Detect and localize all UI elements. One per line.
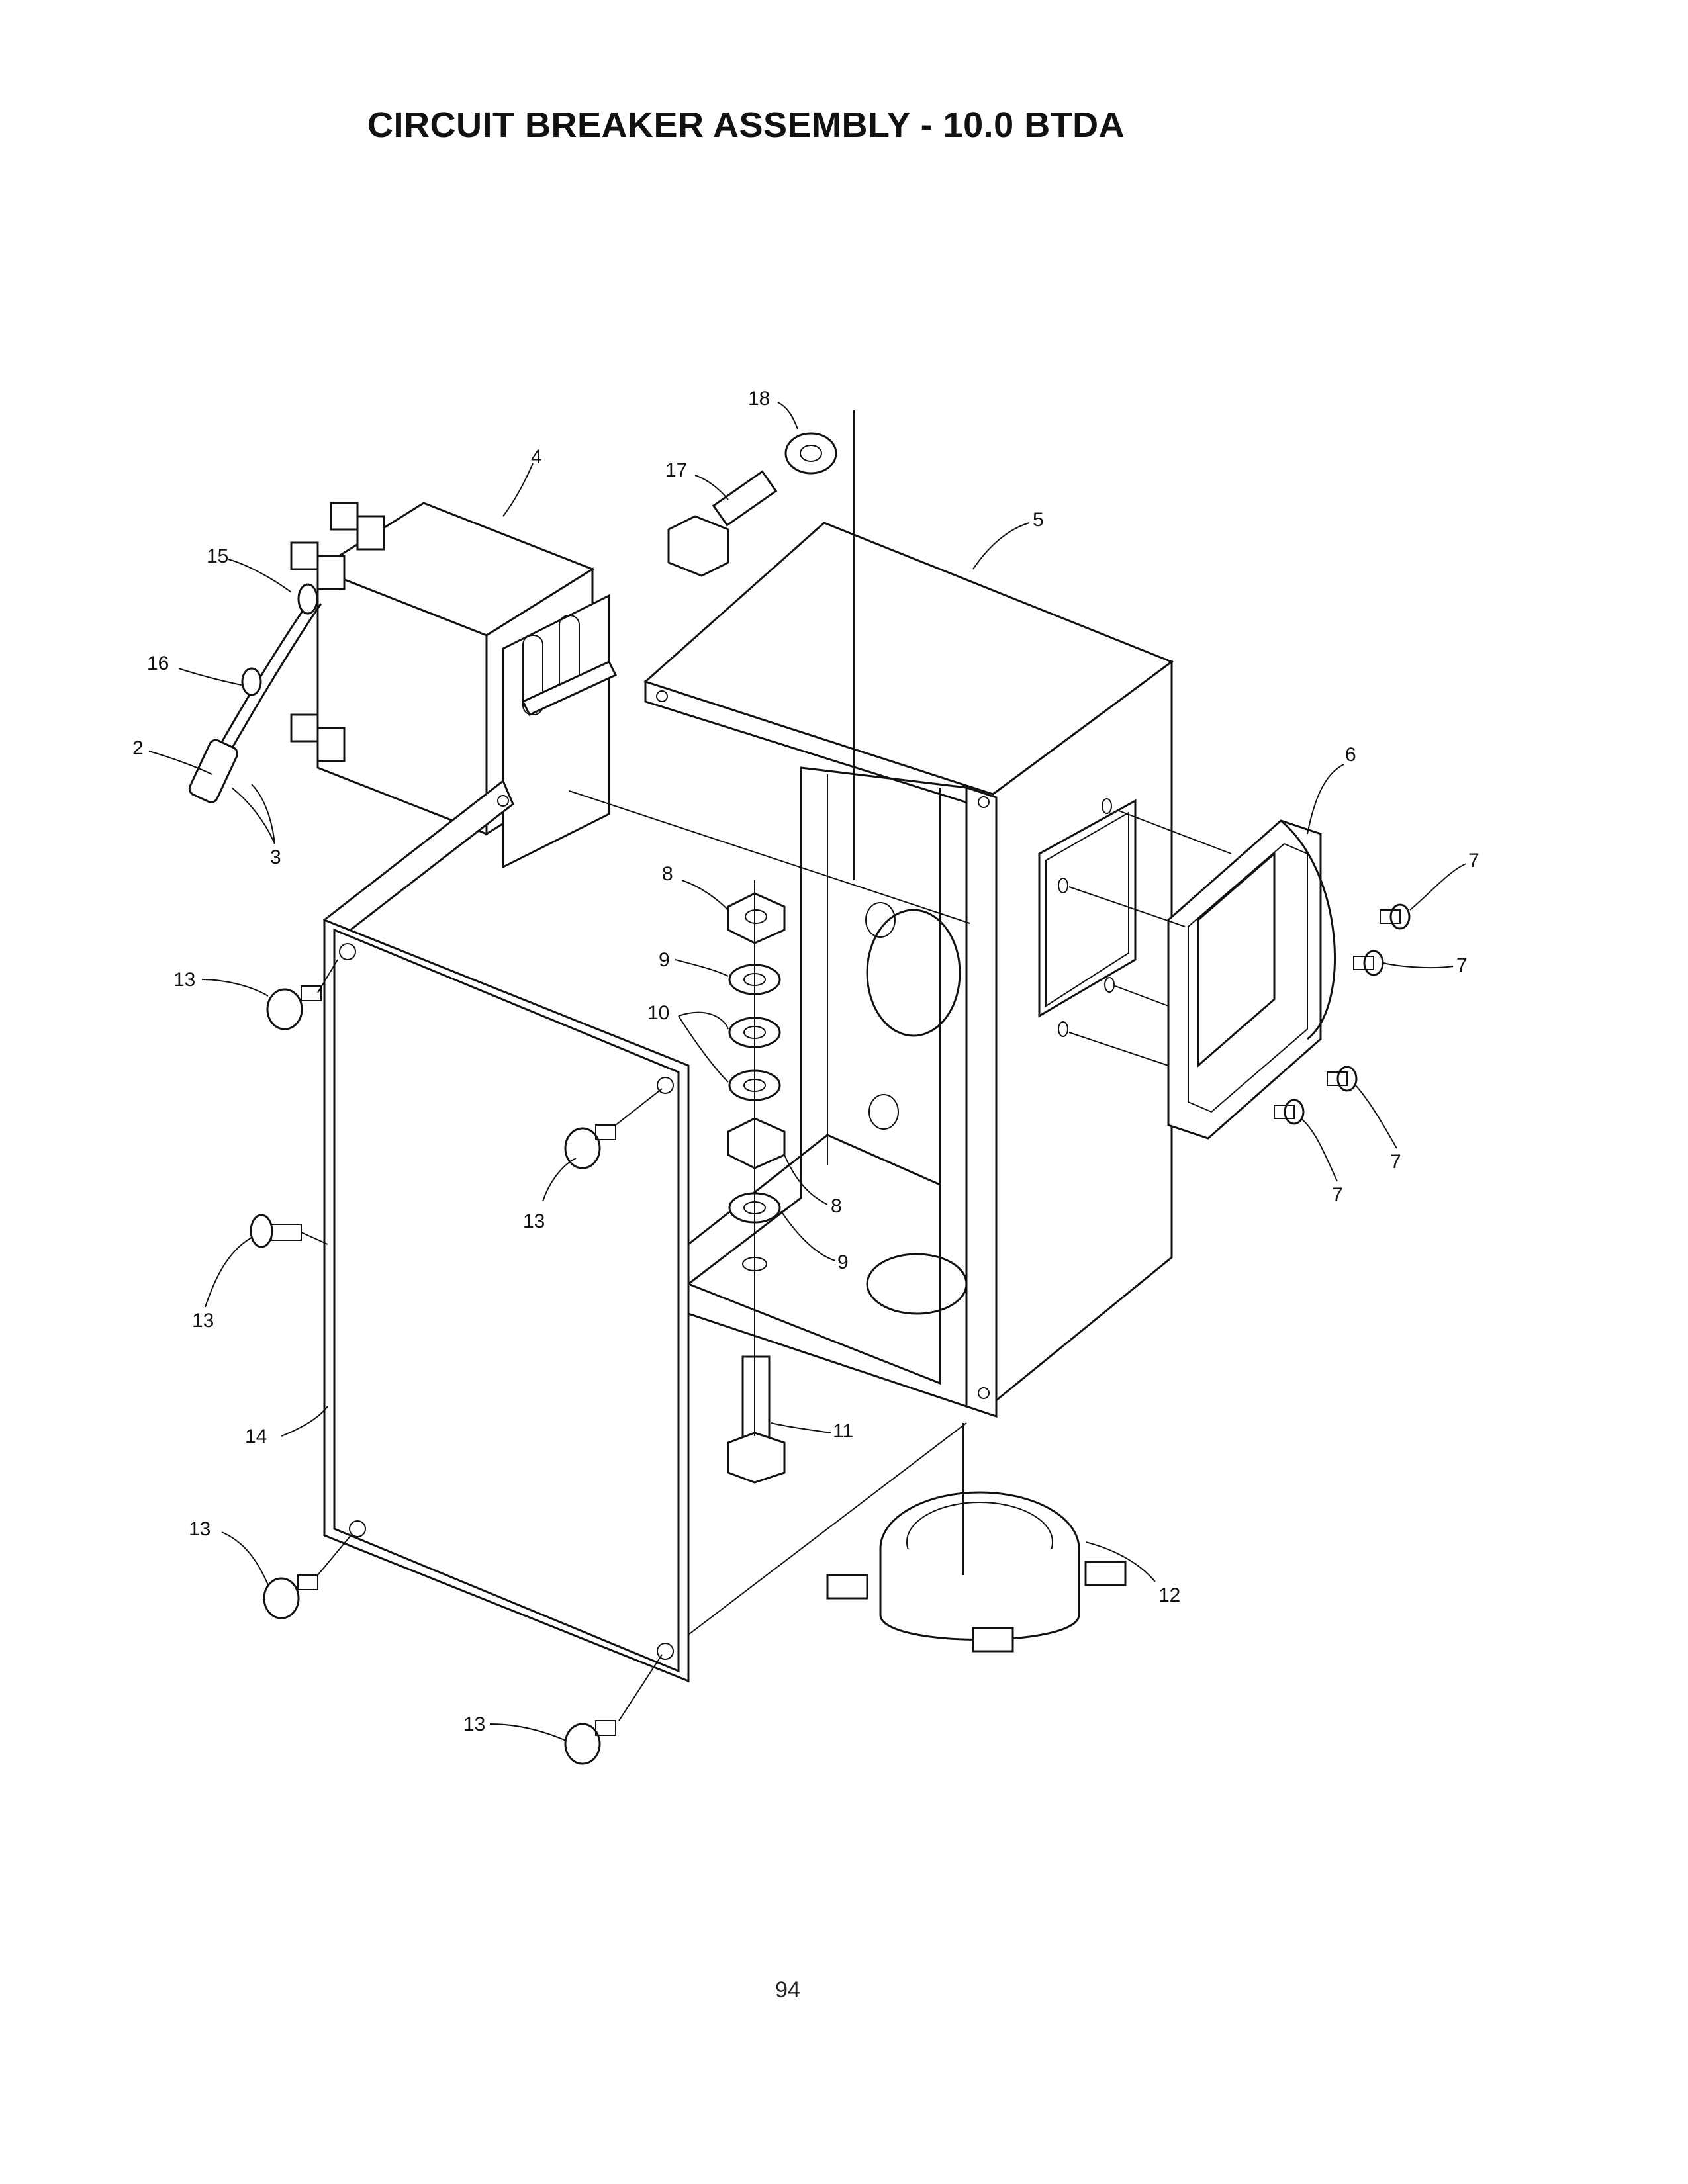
callout-13e: 13 [463,1713,485,1735]
callout-5: 5 [1033,509,1044,531]
enclosure-box [643,522,1174,1418]
leader-lines [148,402,1467,1741]
side-plate [1167,819,1336,1140]
callout-8b: 8 [831,1195,842,1217]
page-title: CIRCUIT BREAKER ASSEMBLY - 10.0 BTDA [367,105,1125,145]
callout-15: 15 [207,545,228,567]
hardware-stack [727,892,786,1484]
callout-12: 12 [1158,1584,1180,1606]
callout-18: 18 [748,388,770,410]
callout-3: 3 [270,846,281,868]
cover-plate [322,779,690,1683]
callout-14: 14 [245,1426,267,1447]
callout-7c: 7 [1390,1151,1401,1173]
callout-17: 17 [665,459,687,481]
bolt-and-nut-top [667,410,855,880]
conduit-hub [826,1491,1127,1653]
callout-4: 4 [531,446,542,468]
assembly-lines [301,790,1232,1721]
callout-7a: 7 [1468,850,1479,872]
callout-7d: 7 [1332,1184,1343,1206]
callout-labels: 2 3 4 5 6 7 7 7 7 8 8 9 9 10 11 12 13 13… [132,388,1479,1735]
callout-8a: 8 [662,863,673,885]
callout-13b: 13 [523,1210,545,1232]
callout-13d: 13 [189,1518,211,1540]
callout-2: 2 [132,737,144,759]
callout-13c: 13 [192,1310,214,1332]
callout-11: 11 [833,1420,853,1442]
page-number: 94 [775,1978,800,2003]
callout-10: 10 [647,1002,669,1024]
callout-16: 16 [147,653,169,674]
callout-13a: 13 [173,969,195,991]
callout-6: 6 [1345,744,1356,766]
callout-7b: 7 [1456,954,1468,976]
circuit-breaker [290,502,618,869]
callout-9a: 9 [659,949,670,971]
screws [250,903,1411,1765]
callout-9b: 9 [837,1251,849,1273]
wire-lead [188,583,322,803]
